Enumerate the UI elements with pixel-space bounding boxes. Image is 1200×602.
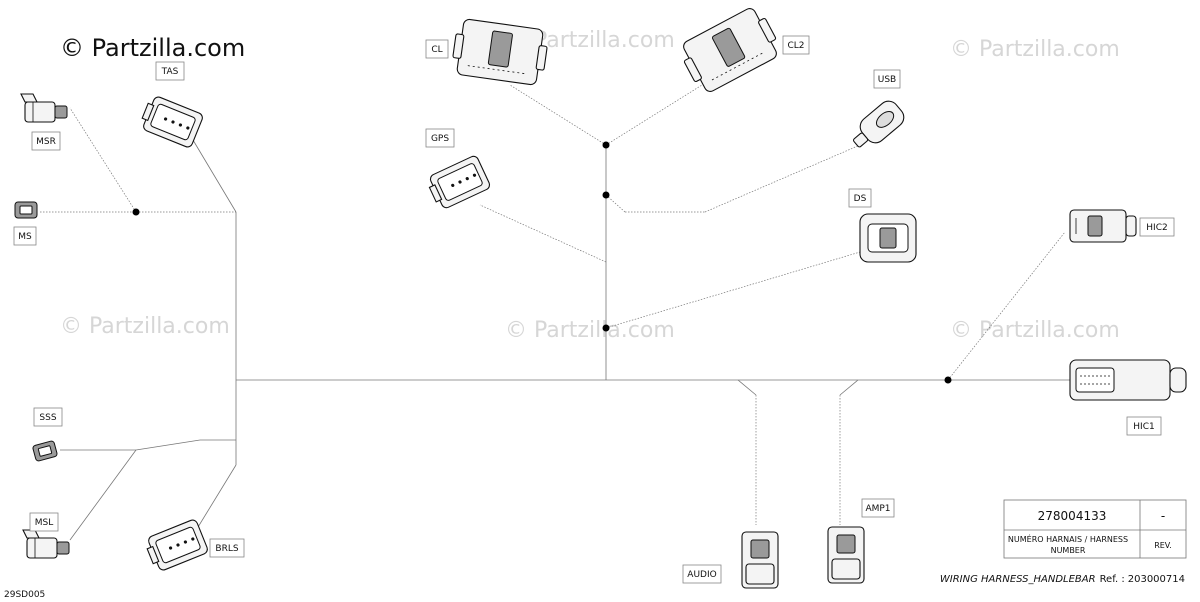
- ref-number: 203000714: [1128, 574, 1185, 585]
- drawing-title-line: WIRING HARNESS_HANDLEBAR Ref. :203000714: [940, 574, 1185, 585]
- connector-audio: [741, 531, 779, 589]
- watermarks: © Partzilla.com © Partzilla.com © Partzi…: [60, 28, 1120, 343]
- connector-ms: [14, 201, 38, 219]
- connector-tas: [141, 96, 203, 148]
- connector-usb: [853, 100, 905, 148]
- label-gps: GPS: [431, 134, 449, 144]
- harness-caption-line2: NUMBER: [1051, 546, 1086, 555]
- splice-point: [602, 141, 610, 149]
- figure-code: 29SD005: [4, 590, 45, 600]
- splice-point: [602, 191, 610, 199]
- splice-points: [132, 141, 952, 384]
- rev-value: -: [1161, 509, 1165, 523]
- connector-msl: [22, 529, 70, 559]
- label-amp1: AMP1: [865, 504, 890, 514]
- label-hic1: HIC1: [1133, 422, 1154, 432]
- connector-cl: [452, 18, 548, 86]
- rev-caption: REV.: [1154, 541, 1172, 550]
- label-brls: BRLS: [215, 544, 238, 554]
- connector-sss: [32, 440, 58, 462]
- harness-number: 278004133: [1038, 509, 1107, 523]
- connector-labels: TAS MSR MS SSS MSL BRLS CL CL2 GPS USB D…: [13, 35, 1175, 584]
- ref-label: Ref. :: [1100, 574, 1125, 585]
- watermark-mid-right: © Partzilla.com: [950, 318, 1120, 343]
- connector-msr: [20, 93, 68, 123]
- label-usb: USB: [878, 75, 896, 85]
- connector-amp1: [827, 526, 865, 584]
- splice-point: [944, 376, 952, 384]
- watermark-mid-center: © Partzilla.com: [505, 318, 675, 343]
- harness-wires: [40, 79, 1070, 541]
- drawing-title: WIRING HARNESS_HANDLEBAR: [940, 574, 1096, 585]
- connector-cl2: [683, 8, 777, 92]
- title-block: 278004133 - NUMÉRO HARNAIS / HARNESS NUM…: [1003, 499, 1187, 559]
- splice-point: [602, 324, 610, 332]
- label-msr: MSR: [36, 137, 56, 147]
- label-tas: TAS: [161, 67, 179, 77]
- watermark-mid-left: © Partzilla.com: [60, 314, 230, 339]
- label-msl: MSL: [35, 518, 54, 528]
- harness-caption-line1: NUMÉRO HARNAIS / HARNESS: [1008, 533, 1128, 544]
- label-hic2: HIC2: [1146, 223, 1167, 233]
- connector-brls: [146, 519, 208, 571]
- watermark-top-right: © Partzilla.com: [950, 37, 1120, 62]
- label-ds: DS: [854, 194, 867, 204]
- splice-point: [132, 208, 140, 216]
- watermark-main: © Partzilla.com: [60, 34, 245, 62]
- label-cl2: CL2: [787, 41, 804, 51]
- connector-gps: [428, 155, 491, 209]
- label-sss: SSS: [39, 413, 56, 423]
- connector-hic1: [1069, 359, 1187, 401]
- label-ms: MS: [18, 232, 32, 242]
- connector-hic2: [1069, 209, 1137, 243]
- label-audio: AUDIO: [687, 570, 716, 580]
- connector-ds: [859, 213, 917, 263]
- label-cl: CL: [431, 45, 442, 55]
